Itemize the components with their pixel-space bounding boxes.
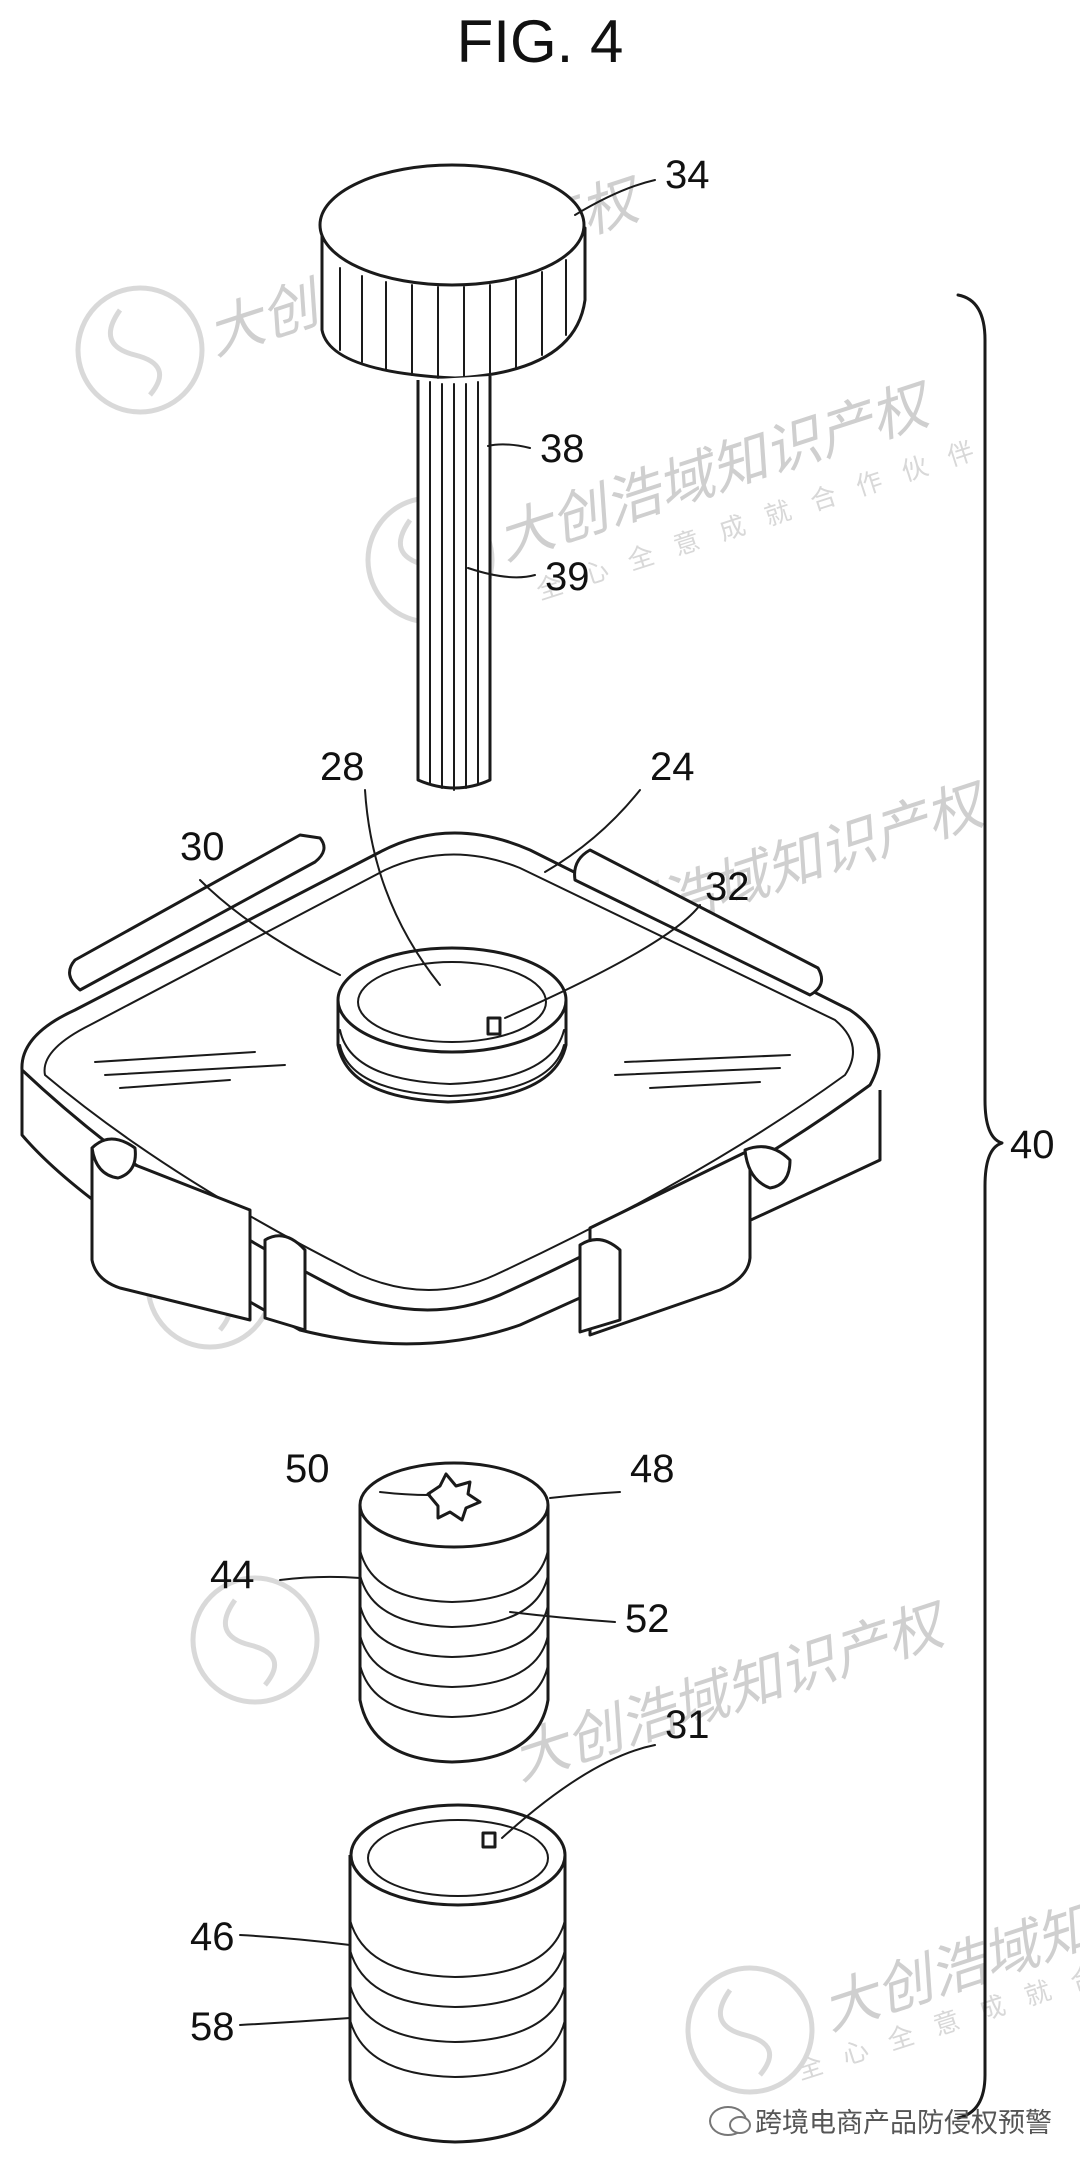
label-32: 32 — [705, 865, 750, 909]
watermark-logo — [190, 1575, 320, 1705]
label-40: 40 — [1010, 1123, 1055, 1167]
label-48: 48 — [630, 1447, 675, 1491]
label-52: 52 — [625, 1597, 670, 1641]
assembly-brace — [956, 293, 1004, 2120]
shaft — [416, 376, 492, 791]
label-31: 31 — [665, 1703, 710, 1747]
upper-cylinder — [358, 1461, 550, 1764]
label-28: 28 — [320, 745, 365, 789]
label-58: 58 — [190, 2005, 235, 2049]
footer-account: 跨境电商产品防侵权预警 — [709, 2101, 1052, 2140]
watermark-logo — [685, 1965, 815, 2095]
label-44: 44 — [210, 1553, 255, 1597]
watermark-logo — [75, 285, 205, 415]
figure-title: FIG. 4 — [457, 8, 624, 75]
lid-housing — [20, 831, 882, 1346]
leader-lines — [199, 179, 701, 2026]
label-50: 50 — [285, 1447, 330, 1491]
label-24: 24 — [650, 745, 695, 789]
footer-account-name: 跨境电商产品防侵权预警 — [755, 2108, 1052, 2139]
lower-cylinder — [348, 1803, 567, 2144]
reference-numerals: 34 38 39 28 24 30 32 40 50 48 44 52 31 4… — [180, 153, 1055, 2049]
label-30: 30 — [180, 825, 225, 869]
label-34: 34 — [665, 153, 710, 197]
label-38: 38 — [540, 427, 585, 471]
wechat-icon — [709, 2105, 751, 2136]
knob-cap — [318, 163, 587, 380]
label-46: 46 — [190, 1915, 235, 1959]
watermark-brand: 大创浩域知识产权 — [504, 1591, 957, 1793]
label-39: 39 — [545, 555, 590, 599]
